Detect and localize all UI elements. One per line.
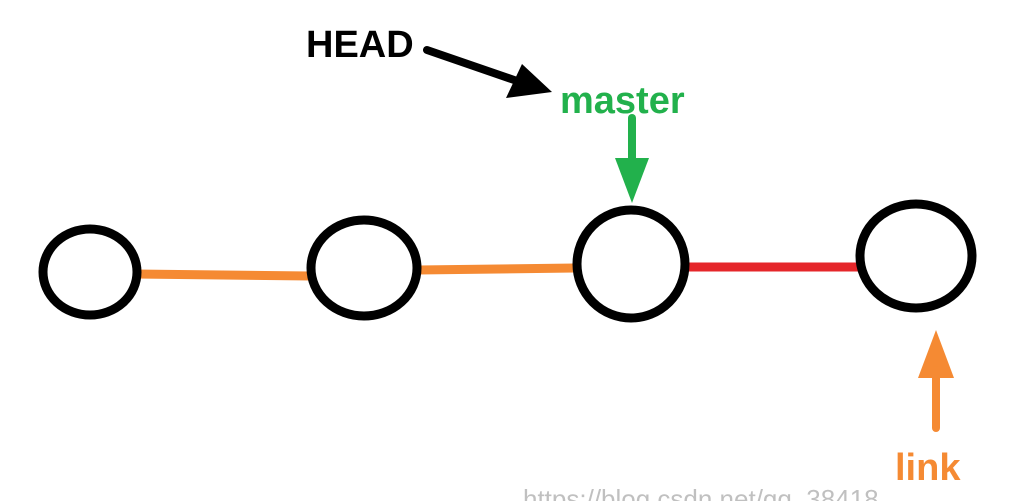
head-arrow-icon — [423, 46, 552, 98]
commit-node-2 — [306, 215, 422, 321]
edge-commit1-commit2 — [130, 269, 315, 281]
head-label: HEAD — [306, 24, 414, 66]
commit-node-4 — [855, 199, 977, 313]
link-label: link — [895, 447, 961, 489]
master-label: master — [560, 80, 685, 122]
edge-commit2-commit3 — [413, 263, 580, 275]
commit-node-3 — [572, 205, 690, 323]
watermark-text: https://blog.csdn.net/qq_38418 — [523, 484, 879, 501]
master-arrow-icon — [615, 114, 649, 203]
link-arrow-icon — [918, 330, 954, 432]
commit-node-1 — [38, 224, 142, 320]
